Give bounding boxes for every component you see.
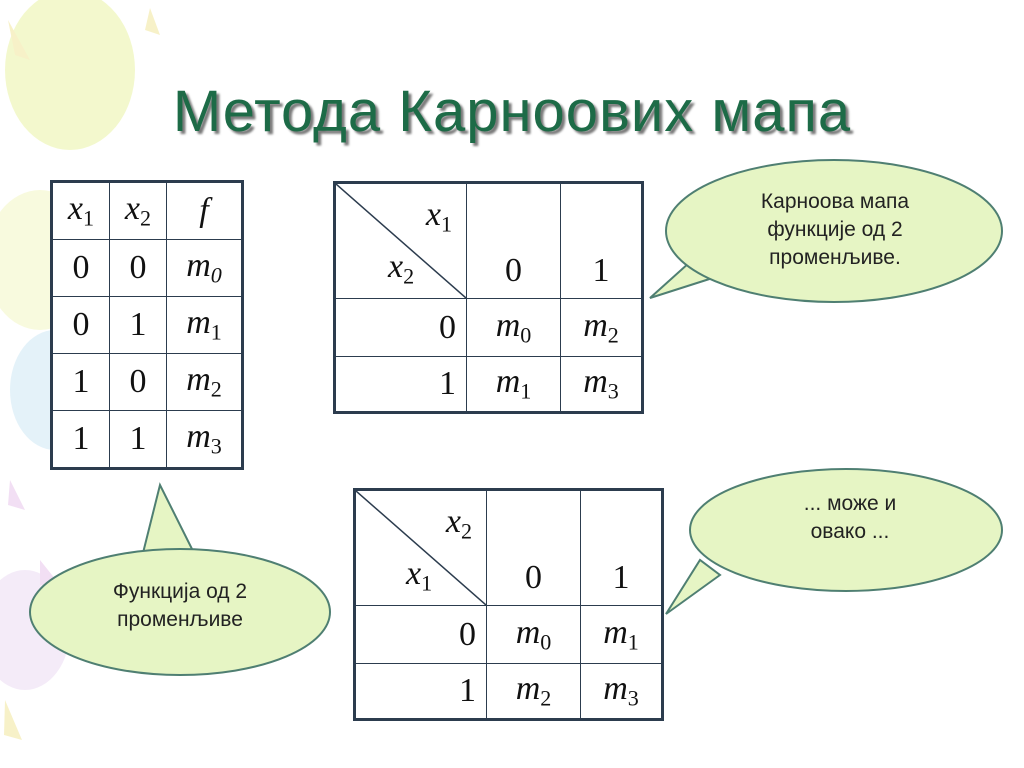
callout-line: променљиве. (769, 246, 901, 269)
kmap-col-header: 1 (580, 489, 663, 606)
kmap-col-header: 0 (486, 489, 581, 606)
callout-line: променљиве (117, 608, 243, 631)
kmap-cell: m3 (580, 663, 663, 720)
header-x2: x2 (109, 181, 167, 240)
cell-x1: 0 (51, 239, 110, 297)
diagonal-line (356, 491, 486, 605)
kmap-cell: m3 (560, 356, 643, 413)
kmap-corner-cell: x1 x2 (334, 182, 467, 299)
table-row: 1 0 m2 (51, 353, 243, 411)
kmap-cell: m1 (580, 605, 663, 664)
callout-line: ... може и (803, 492, 897, 515)
table-row: 0 0 m0 (51, 239, 243, 297)
table-row: 1 1 m3 (51, 410, 243, 469)
cell-x2: 1 (109, 410, 167, 469)
kmap-cell: m2 (486, 663, 581, 720)
cell-x2: 1 (109, 296, 167, 354)
truth-table: x1 x2 f 0 0 m0 0 1 m1 1 0 m2 1 1 m3 (50, 180, 244, 470)
kmap-header-row: x1 x2 0 1 (334, 182, 643, 299)
kmap-corner-cell: x2 x1 (354, 489, 487, 606)
callout-line: функције од 2 (767, 218, 903, 241)
karnaugh-map-1: x1 x2 0 1 0 m0 m2 1 m1 m3 (333, 181, 644, 414)
kmap-row-header: 0 (334, 298, 467, 357)
table-row: 0 m0 m2 (334, 298, 643, 357)
kmap-col-header: 1 (560, 182, 643, 299)
callout-kmap-bubble (649, 159, 1003, 303)
cell-minterm: m1 (166, 296, 243, 354)
callout-func-bubble (29, 482, 331, 676)
cell-x2: 0 (109, 353, 167, 411)
kmap-row-header: 0 (354, 605, 487, 664)
cell-minterm: m3 (166, 410, 243, 469)
table-row: 1 m1 m3 (334, 356, 643, 413)
kmap-row-header: 1 (334, 356, 467, 413)
header-f: f (166, 181, 243, 240)
diagonal-line (336, 184, 466, 298)
kmap-cell: m2 (560, 298, 643, 357)
cell-x1: 1 (51, 353, 110, 411)
kmap-row-variable: x2 (388, 248, 415, 289)
kmap-cell: m1 (466, 356, 561, 413)
kmap-row-header: 1 (354, 663, 487, 720)
table-row: 0 m0 m1 (354, 605, 663, 664)
cell-x1: 1 (51, 410, 110, 469)
cell-minterm: m2 (166, 353, 243, 411)
callout-line: Карноова мапа (760, 190, 910, 213)
callout-func-text: Функција од 2 променљиве (55, 578, 305, 634)
karnaugh-map-2: x2 x1 0 1 0 m0 m1 1 m2 m3 (353, 488, 664, 721)
cell-minterm: m0 (166, 239, 243, 297)
table-row: 1 m2 m3 (354, 663, 663, 720)
kmap-cell: m0 (486, 605, 581, 664)
callout-line: Функција од 2 (112, 580, 248, 603)
slide-title: Метода Карноових мапа (172, 79, 852, 144)
kmap-cell: m0 (466, 298, 561, 357)
kmap-row-variable: x1 (406, 555, 433, 596)
kmap-col-header: 0 (466, 182, 561, 299)
kmap-col-variable: x2 (445, 503, 472, 544)
cell-x2: 0 (109, 239, 167, 297)
cell-x1: 0 (51, 296, 110, 354)
truth-table-header: x1 x2 f (51, 181, 243, 240)
callout-line: овако ... (810, 520, 890, 543)
callout-alt-bubble (665, 468, 1003, 615)
kmap-col-variable: x1 (425, 196, 452, 237)
header-x1: x1 (51, 181, 110, 240)
callout-kmap-text: Карноова мапа функције од 2 променљиве. (700, 188, 970, 272)
kmap-header-row: x2 x1 0 1 (354, 489, 663, 606)
table-row: 0 1 m1 (51, 296, 243, 354)
callout-alt-text: ... може и овако ... (720, 490, 980, 546)
